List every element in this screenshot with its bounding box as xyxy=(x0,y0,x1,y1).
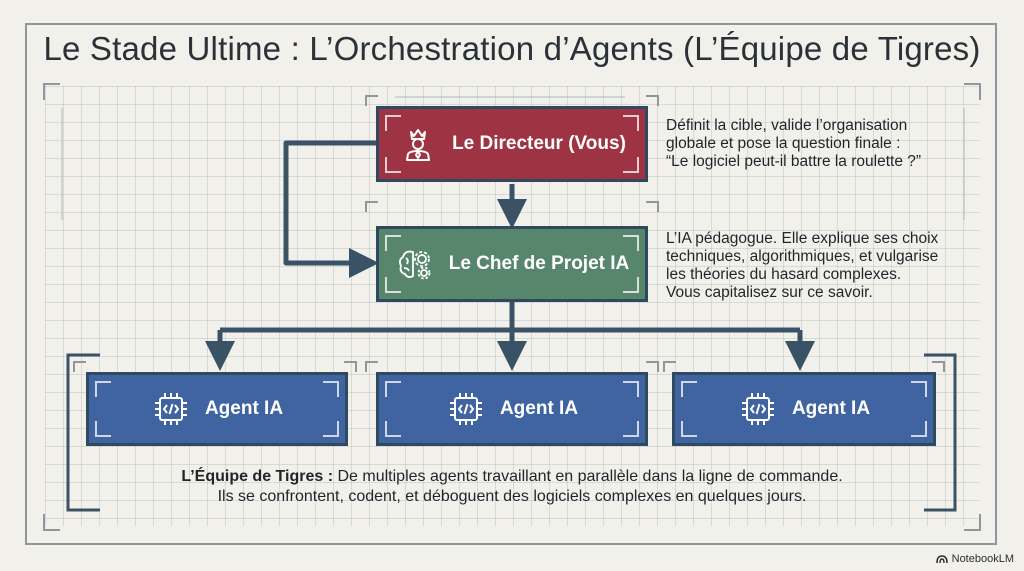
agent-label-1: Agent IA xyxy=(204,398,284,419)
chip-code-icon xyxy=(449,393,482,425)
agent-box-3: Agent IA xyxy=(672,372,936,446)
page-title: Le Stade Ultime : L’Orchestration d’Agen… xyxy=(43,30,981,67)
director-box: Le Directeur (Vous) xyxy=(376,106,648,182)
project-lead-label: Le Chef de Projet IA xyxy=(448,253,630,274)
project-lead-note-line: les théories du hasard complexes. xyxy=(666,266,902,283)
agent-box-2: Agent IA xyxy=(376,372,648,446)
agent-label-2: Agent IA xyxy=(499,398,579,419)
brand-watermark: NotebookLM xyxy=(935,553,1014,565)
crowned-person-icon xyxy=(406,129,431,161)
agent-label-3: Agent IA xyxy=(791,398,871,419)
notebooklm-logo-icon xyxy=(935,555,948,564)
chip-code-icon xyxy=(154,393,187,425)
project-lead-note-line: L’IA pédagogue. Elle explique ses choix xyxy=(666,230,939,247)
brain-gears-icon xyxy=(398,250,431,280)
project-lead-note-line: techniques, algorithmiques, et vulgarise xyxy=(666,248,939,265)
project-lead-note-line: Vous capitalisez sur ce savoir. xyxy=(666,284,873,301)
team-caption-line2: Ils se confrontent, codent, et déboguent… xyxy=(217,488,807,505)
director-note-line: Définit la cible, valide l’organisation xyxy=(666,117,908,134)
chip-code-icon xyxy=(741,393,774,425)
director-note-line: “Le logiciel peut-il battre la roulette … xyxy=(666,153,922,170)
team-caption: L’Équipe de Tigres : De multiples agents… xyxy=(0,467,1024,487)
director-note: Définit la cible, valide l’organisation … xyxy=(666,117,921,171)
team-caption-line1: De multiples agents travaillant en paral… xyxy=(333,468,843,485)
project-lead-note: L’IA pédagogue. Elle explique ses choix … xyxy=(666,230,938,302)
project-lead-box: Le Chef de Projet IA xyxy=(376,226,648,302)
team-caption-bold: L’Équipe de Tigres : xyxy=(181,468,334,485)
outer-frame xyxy=(25,23,997,545)
director-label: Le Directeur (Vous) xyxy=(452,133,626,154)
director-note-line: globale et pose la question finale : xyxy=(666,135,901,152)
brand-label: NotebookLM xyxy=(951,553,1014,565)
arrow-director-loop xyxy=(283,140,379,278)
agent-box-1: Agent IA xyxy=(86,372,348,446)
